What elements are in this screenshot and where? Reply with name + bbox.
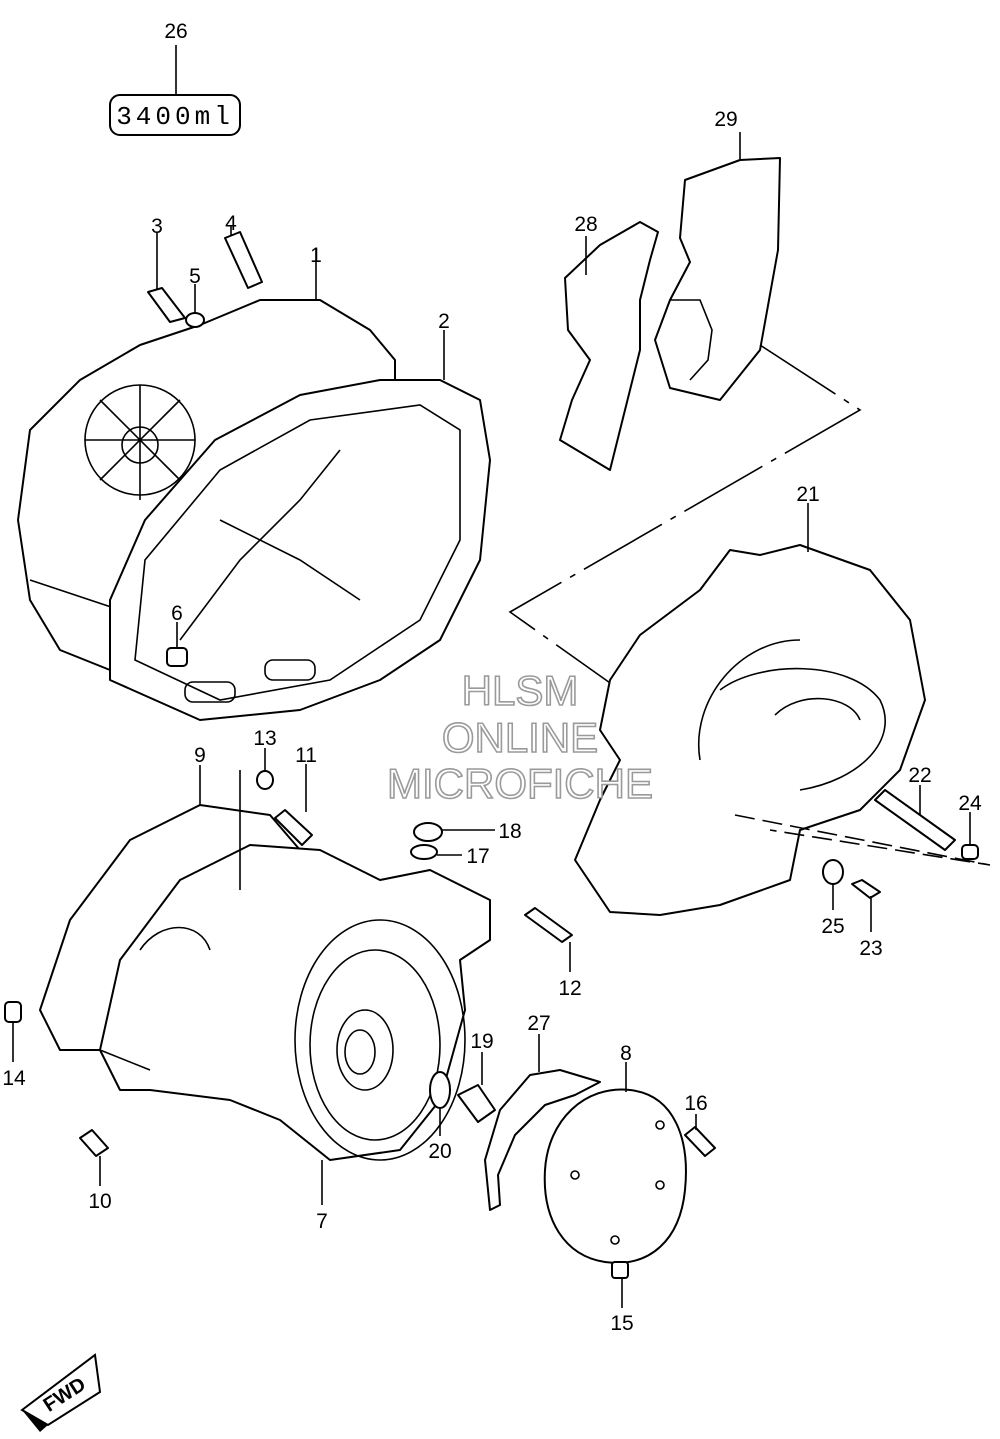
callout-11: 11 bbox=[295, 744, 317, 767]
callout-22: 22 bbox=[908, 764, 931, 787]
callout-10: 10 bbox=[88, 1190, 111, 1213]
bolt-12 bbox=[524, 907, 573, 972]
grommet-25 bbox=[822, 859, 844, 910]
gasket-27 bbox=[484, 1034, 601, 1211]
oil-capacity-text: 3400ml bbox=[116, 102, 234, 132]
callout-12: 12 bbox=[558, 977, 581, 1000]
callout-25: 25 bbox=[821, 915, 844, 938]
fwd-arrow-icon: FWD bbox=[20, 1353, 102, 1432]
watermark-line-2: ONLINE bbox=[442, 714, 598, 761]
oil-capacity-label: 3400ml bbox=[109, 45, 241, 136]
cover-plate-8 bbox=[543, 1062, 687, 1264]
bolt-3 bbox=[147, 232, 186, 323]
generator-cover-7 bbox=[99, 844, 491, 1205]
callout-20: 20 bbox=[428, 1140, 451, 1163]
callout-5: 5 bbox=[189, 265, 201, 288]
bolt-23 bbox=[851, 879, 881, 932]
callout-29: 29 bbox=[714, 108, 737, 131]
callout-13: 13 bbox=[253, 727, 276, 750]
callout-6: 6 bbox=[171, 602, 183, 625]
callout-18: 18 bbox=[498, 820, 521, 843]
bolt-16 bbox=[684, 1114, 716, 1157]
plug-18 bbox=[413, 822, 495, 842]
generator-cover-21 bbox=[574, 503, 926, 916]
callout-7: 7 bbox=[316, 1210, 328, 1233]
callout-3: 3 bbox=[151, 215, 163, 238]
spacer-22 bbox=[874, 785, 956, 851]
watermark: HLSM ONLINE MICROFICHE bbox=[386, 666, 654, 808]
dowel-14 bbox=[4, 1001, 22, 1062]
callout-15: 15 bbox=[610, 1312, 633, 1335]
callout-24: 24 bbox=[958, 792, 982, 815]
callout-9: 9 bbox=[194, 744, 206, 767]
callout-8: 8 bbox=[620, 1042, 632, 1065]
callout-28: 28 bbox=[574, 213, 597, 236]
bolt-15 bbox=[611, 1261, 629, 1308]
callout-19: 19 bbox=[470, 1030, 493, 1053]
callout-21: 21 bbox=[796, 483, 819, 506]
o-ring-20 bbox=[429, 1071, 451, 1136]
callout-27: 27 bbox=[527, 1012, 550, 1035]
gasket-2 bbox=[109, 330, 491, 721]
watermark-line-3: MICROFICHE bbox=[387, 760, 653, 807]
callout-17: 17 bbox=[466, 845, 489, 868]
dowel-6 bbox=[166, 622, 188, 667]
callout-16: 16 bbox=[684, 1092, 707, 1115]
cover-insulator-29 bbox=[654, 132, 781, 401]
watermark-line-1: HLSM bbox=[462, 667, 579, 714]
gasket-17 bbox=[410, 844, 462, 860]
plug-19 bbox=[457, 1052, 496, 1123]
bolt-4 bbox=[224, 226, 263, 289]
callout-4: 4 bbox=[225, 212, 237, 235]
callout-1: 1 bbox=[310, 244, 322, 267]
nut-24 bbox=[961, 812, 979, 860]
bolt-10 bbox=[79, 1129, 109, 1186]
callout-labels: 26 29 28 4 3 5 1 2 6 21 13 9 11 18 17 22… bbox=[2, 20, 982, 1335]
washer-13 bbox=[256, 748, 274, 790]
callout-26: 26 bbox=[164, 20, 187, 43]
cover-insulator-28 bbox=[559, 221, 659, 471]
callout-14: 14 bbox=[2, 1067, 26, 1090]
bolt-11 bbox=[274, 764, 313, 846]
callout-2: 2 bbox=[438, 310, 450, 333]
washer-5 bbox=[185, 284, 205, 328]
callout-23: 23 bbox=[859, 937, 882, 960]
